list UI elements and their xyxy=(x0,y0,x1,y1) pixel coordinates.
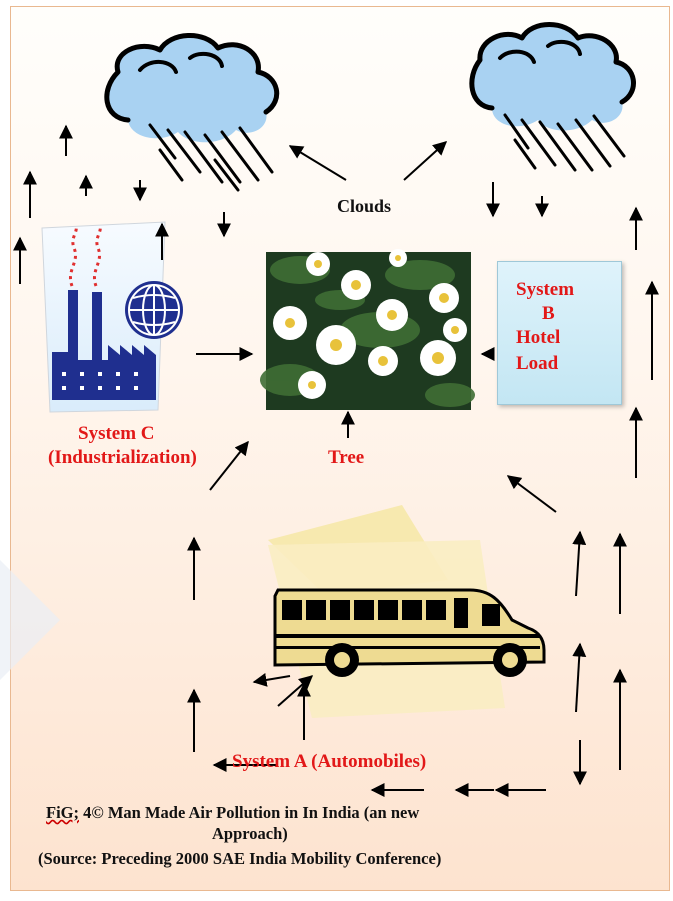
system-b-line2: B xyxy=(542,303,555,324)
flow-arrows xyxy=(13,124,659,797)
clouds-label: Clouds xyxy=(337,196,392,216)
caption-source: (Source: Preceding 2000 SAE India Mobili… xyxy=(38,849,442,868)
caption-line1: FiG; 4© Man Made Air Pollution in In Ind… xyxy=(46,803,419,823)
caption-line2: Approach) xyxy=(212,824,288,843)
system-b-line4: Load xyxy=(516,353,559,374)
system-a-label: System A (Automobiles) xyxy=(232,751,427,772)
cloud-right xyxy=(469,22,636,172)
globe-icon xyxy=(125,281,183,339)
caption-line1-text: 4© Man Made Air Pollution in In India (a… xyxy=(79,803,420,822)
bus-illustration xyxy=(268,505,546,718)
diagram-frame xyxy=(10,6,670,891)
factory-illustration xyxy=(41,221,183,413)
system-c-label: System C xyxy=(78,423,155,444)
tree-label: Tree xyxy=(328,447,365,468)
flower-cluster xyxy=(273,249,467,399)
system-c-subtitle: (Industrialization) xyxy=(48,447,197,468)
system-b-line3: Hotel xyxy=(516,327,561,348)
cloud-left xyxy=(104,33,280,192)
system-b-line1: System xyxy=(516,279,575,300)
caption-fig-prefix: FiG; xyxy=(46,803,79,822)
tree-flowers-image xyxy=(260,249,475,410)
system-b-box: System B Hotel Load xyxy=(497,261,622,405)
